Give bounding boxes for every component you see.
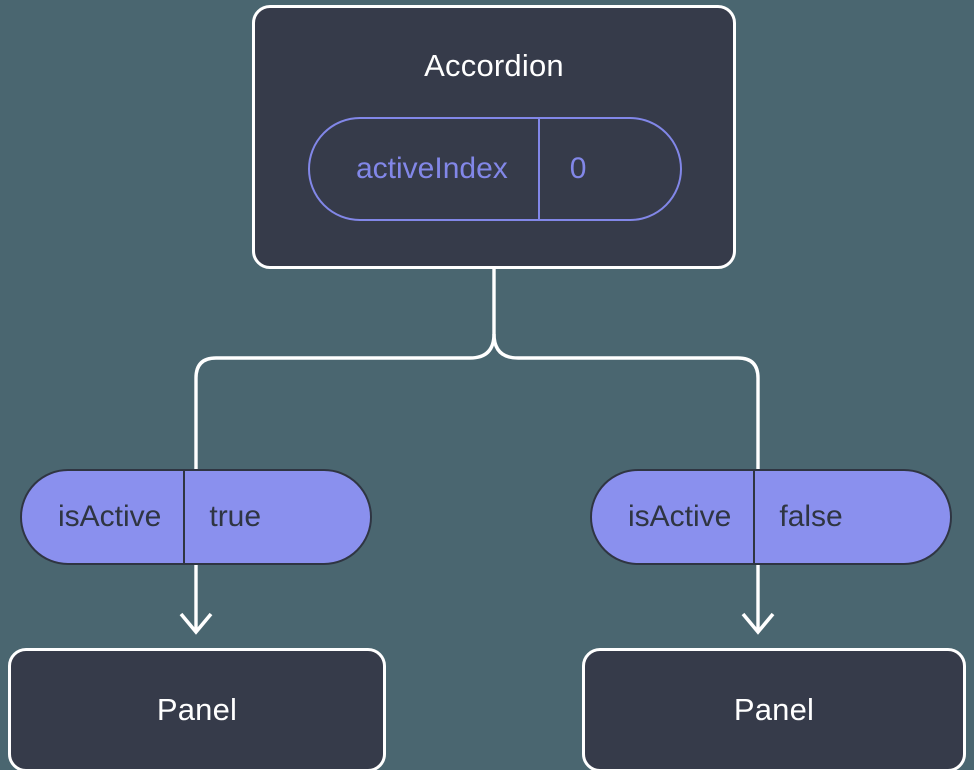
prop-pill-is-active-false[interactable]: isActive false bbox=[590, 469, 952, 565]
panel-right-title: Panel bbox=[733, 692, 815, 727]
panel-left-title: Panel bbox=[156, 692, 238, 727]
node-panel-right[interactable]: Panel bbox=[582, 648, 966, 770]
state-pill-value: 0 bbox=[537, 119, 633, 219]
state-pill-active-index[interactable]: activeIndex 0 bbox=[308, 117, 682, 221]
node-panel-left[interactable]: Panel bbox=[8, 648, 386, 770]
prop-pill-key: isActive bbox=[628, 500, 732, 533]
arrow-head-right bbox=[741, 612, 775, 635]
arrow-head-left bbox=[179, 612, 213, 635]
state-pill-key: activeIndex bbox=[356, 152, 508, 185]
prop-pill-value: true bbox=[183, 471, 299, 563]
connector-trunk bbox=[194, 269, 496, 470]
prop-pill-value: false bbox=[753, 471, 880, 563]
prop-pill-key: isActive bbox=[58, 500, 162, 533]
connector-branch-right bbox=[492, 333, 760, 470]
prop-pill-is-active-true[interactable]: isActive true bbox=[20, 469, 372, 565]
accordion-title: Accordion bbox=[424, 48, 564, 83]
